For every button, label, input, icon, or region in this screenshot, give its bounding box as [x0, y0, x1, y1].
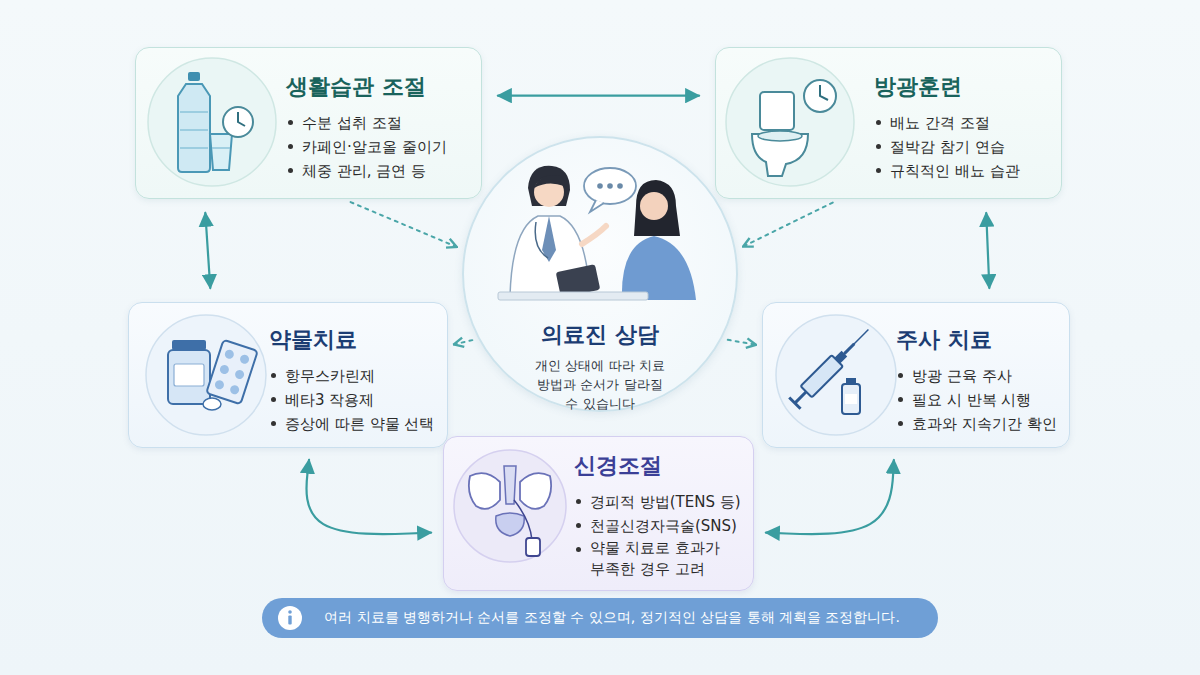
bullet-text: 카페인·알코올 줄이기 — [302, 135, 447, 159]
node-content: 생활습관 조절수분 섭취 조절카페인·알코올 줄이기체중 관리, 금연 등 — [286, 72, 447, 183]
bullet-dot — [898, 397, 903, 402]
bullet-row: 수분 섭취 조절 — [286, 111, 447, 135]
bullet-text: 증상에 따른 약물 선택 — [285, 412, 434, 436]
bullet-text: 효과와 지속기간 확인 — [912, 412, 1057, 436]
bullet-dot — [271, 373, 276, 378]
medication-icon — [146, 315, 266, 435]
bullet-text: 배뇨 간격 조절 — [890, 111, 990, 135]
bullet-text: 절박감 참기 연습 — [890, 135, 1005, 159]
bullet-row: 절박감 참기 연습 — [874, 135, 1020, 159]
node-content: 방광훈련배뇨 간격 조절절박감 참기 연습규칙적인 배뇨 습관 — [874, 72, 1020, 183]
bullet-row: 약물 치료로 효과가 부족한 경우 고려 — [574, 538, 741, 580]
double-arrow — [306, 460, 431, 534]
bullet-row: 방광 근육 주사 — [896, 364, 1057, 388]
bullet-text: 항무스카린제 — [285, 364, 375, 388]
node-content: 신경조절경피적 방법(TENS 등)천골신경자극술(SNS)약물 치료로 효과가… — [574, 451, 741, 580]
injection-box: 주사 치료방광 근육 주사필요 시 반복 시행효과와 지속기간 확인 — [762, 302, 1070, 448]
bullet-dot — [898, 421, 903, 426]
bullet-text: 베타3 작용제 — [285, 388, 374, 412]
bullet-row: 필요 시 반복 시행 — [896, 388, 1057, 412]
bullet-text: 수분 섭취 조절 — [302, 111, 402, 135]
pelvis-icon — [454, 450, 566, 562]
lifestyle-box: 생활습관 조절수분 섭취 조절카페인·알코올 줄이기체중 관리, 금연 등 — [135, 47, 482, 199]
node-content: 주사 치료방광 근육 주사필요 시 반복 시행효과와 지속기간 확인 — [896, 325, 1057, 436]
double-arrow — [766, 460, 894, 534]
node-content: 약물치료항무스카린제베타3 작용제증상에 따른 약물 선택 — [269, 325, 434, 436]
bullet-dot — [271, 421, 276, 426]
bullet-row: 증상에 따른 약물 선택 — [269, 412, 434, 436]
node-body: 개인 상태에 따라 치료 방법과 순서가 달라질 수 있습니다 — [530, 356, 670, 413]
bullet-row: 베타3 작용제 — [269, 388, 434, 412]
note-banner: 여러 치료를 병행하거나 순서를 조정할 수 있으며, 정기적인 상담을 통해 … — [262, 598, 938, 638]
bullet-row: 규칙적인 배뇨 습관 — [874, 159, 1020, 183]
bullet-row: 항무스카린제 — [269, 364, 434, 388]
node-heading: 약물치료 — [269, 325, 434, 355]
bullet-row: 카페인·알코올 줄이기 — [286, 135, 447, 159]
bullet-dot — [876, 168, 881, 173]
bullet-text: 경피적 방법(TENS 등) — [590, 490, 741, 514]
bullet-text: 필요 시 반복 시행 — [912, 388, 1031, 412]
bullet-dot — [876, 120, 881, 125]
training-box: 방광훈련배뇨 간격 조절절박감 참기 연습규칙적인 배뇨 습관 — [715, 47, 1062, 199]
node-heading: 의료진 상담 — [464, 320, 736, 350]
node-heading: 생활습관 조절 — [286, 72, 447, 102]
node-heading: 주사 치료 — [896, 325, 1057, 355]
bullet-text: 방광 근육 주사 — [912, 364, 1012, 388]
dotted-connector — [728, 340, 756, 345]
dotted-connector — [743, 203, 833, 247]
bullet-row: 경피적 방법(TENS 등) — [574, 490, 741, 514]
bullet-dot — [288, 144, 293, 149]
dotted-connector — [351, 202, 457, 247]
bullet-row: 배뇨 간격 조절 — [874, 111, 1020, 135]
note-text: 여러 치료를 병행하거나 순서를 조정할 수 있으며, 정기적인 상담을 통해 … — [324, 609, 900, 627]
bullet-row: 천골신경자극술(SNS) — [574, 514, 741, 538]
neuromodulation-box: 신경조절경피적 방법(TENS 등)천골신경자극술(SNS)약물 치료로 효과가… — [443, 436, 754, 591]
bullet-text: 체중 관리, 금연 등 — [302, 159, 426, 183]
dotted-connector — [454, 340, 472, 344]
double-arrow — [498, 95, 699, 97]
bullet-text: 약물 치료로 효과가 부족한 경우 고려 — [590, 538, 732, 580]
node-heading: 신경조절 — [574, 451, 741, 481]
double-arrow — [205, 213, 210, 288]
bullet-dot — [898, 373, 903, 378]
bullet-dot — [576, 499, 581, 504]
bullet-text: 천골신경자극술(SNS) — [590, 514, 737, 538]
consult-circle: 의료진 상담개인 상태에 따라 치료 방법과 순서가 달라질 수 있습니다 — [462, 136, 738, 412]
medication-box: 약물치료항무스카린제베타3 작용제증상에 따른 약물 선택 — [128, 302, 448, 448]
node-content: 여러 치료를 병행하거나 순서를 조정할 수 있으며, 정기적인 상담을 통해 … — [262, 598, 938, 638]
syringe-icon — [776, 315, 896, 435]
bullet-text: 규칙적인 배뇨 습관 — [890, 159, 1020, 183]
bullet-dot — [288, 168, 293, 173]
node-content: 의료진 상담개인 상태에 따라 치료 방법과 순서가 달라질 수 있습니다 — [464, 320, 736, 413]
info-icon — [278, 606, 302, 630]
lifestyle-icon — [148, 58, 276, 186]
bullet-dot — [288, 120, 293, 125]
bullet-dot — [576, 523, 581, 528]
bullet-dot — [271, 397, 276, 402]
node-heading: 방광훈련 — [874, 72, 1020, 102]
bullet-dot — [576, 547, 581, 552]
bullet-row: 체중 관리, 금연 등 — [286, 159, 447, 183]
toilet-icon — [726, 58, 854, 186]
bullet-dot — [876, 144, 881, 149]
double-arrow — [986, 213, 989, 288]
consultation-illustration — [498, 166, 696, 300]
bullet-row: 효과와 지속기간 확인 — [896, 412, 1057, 436]
